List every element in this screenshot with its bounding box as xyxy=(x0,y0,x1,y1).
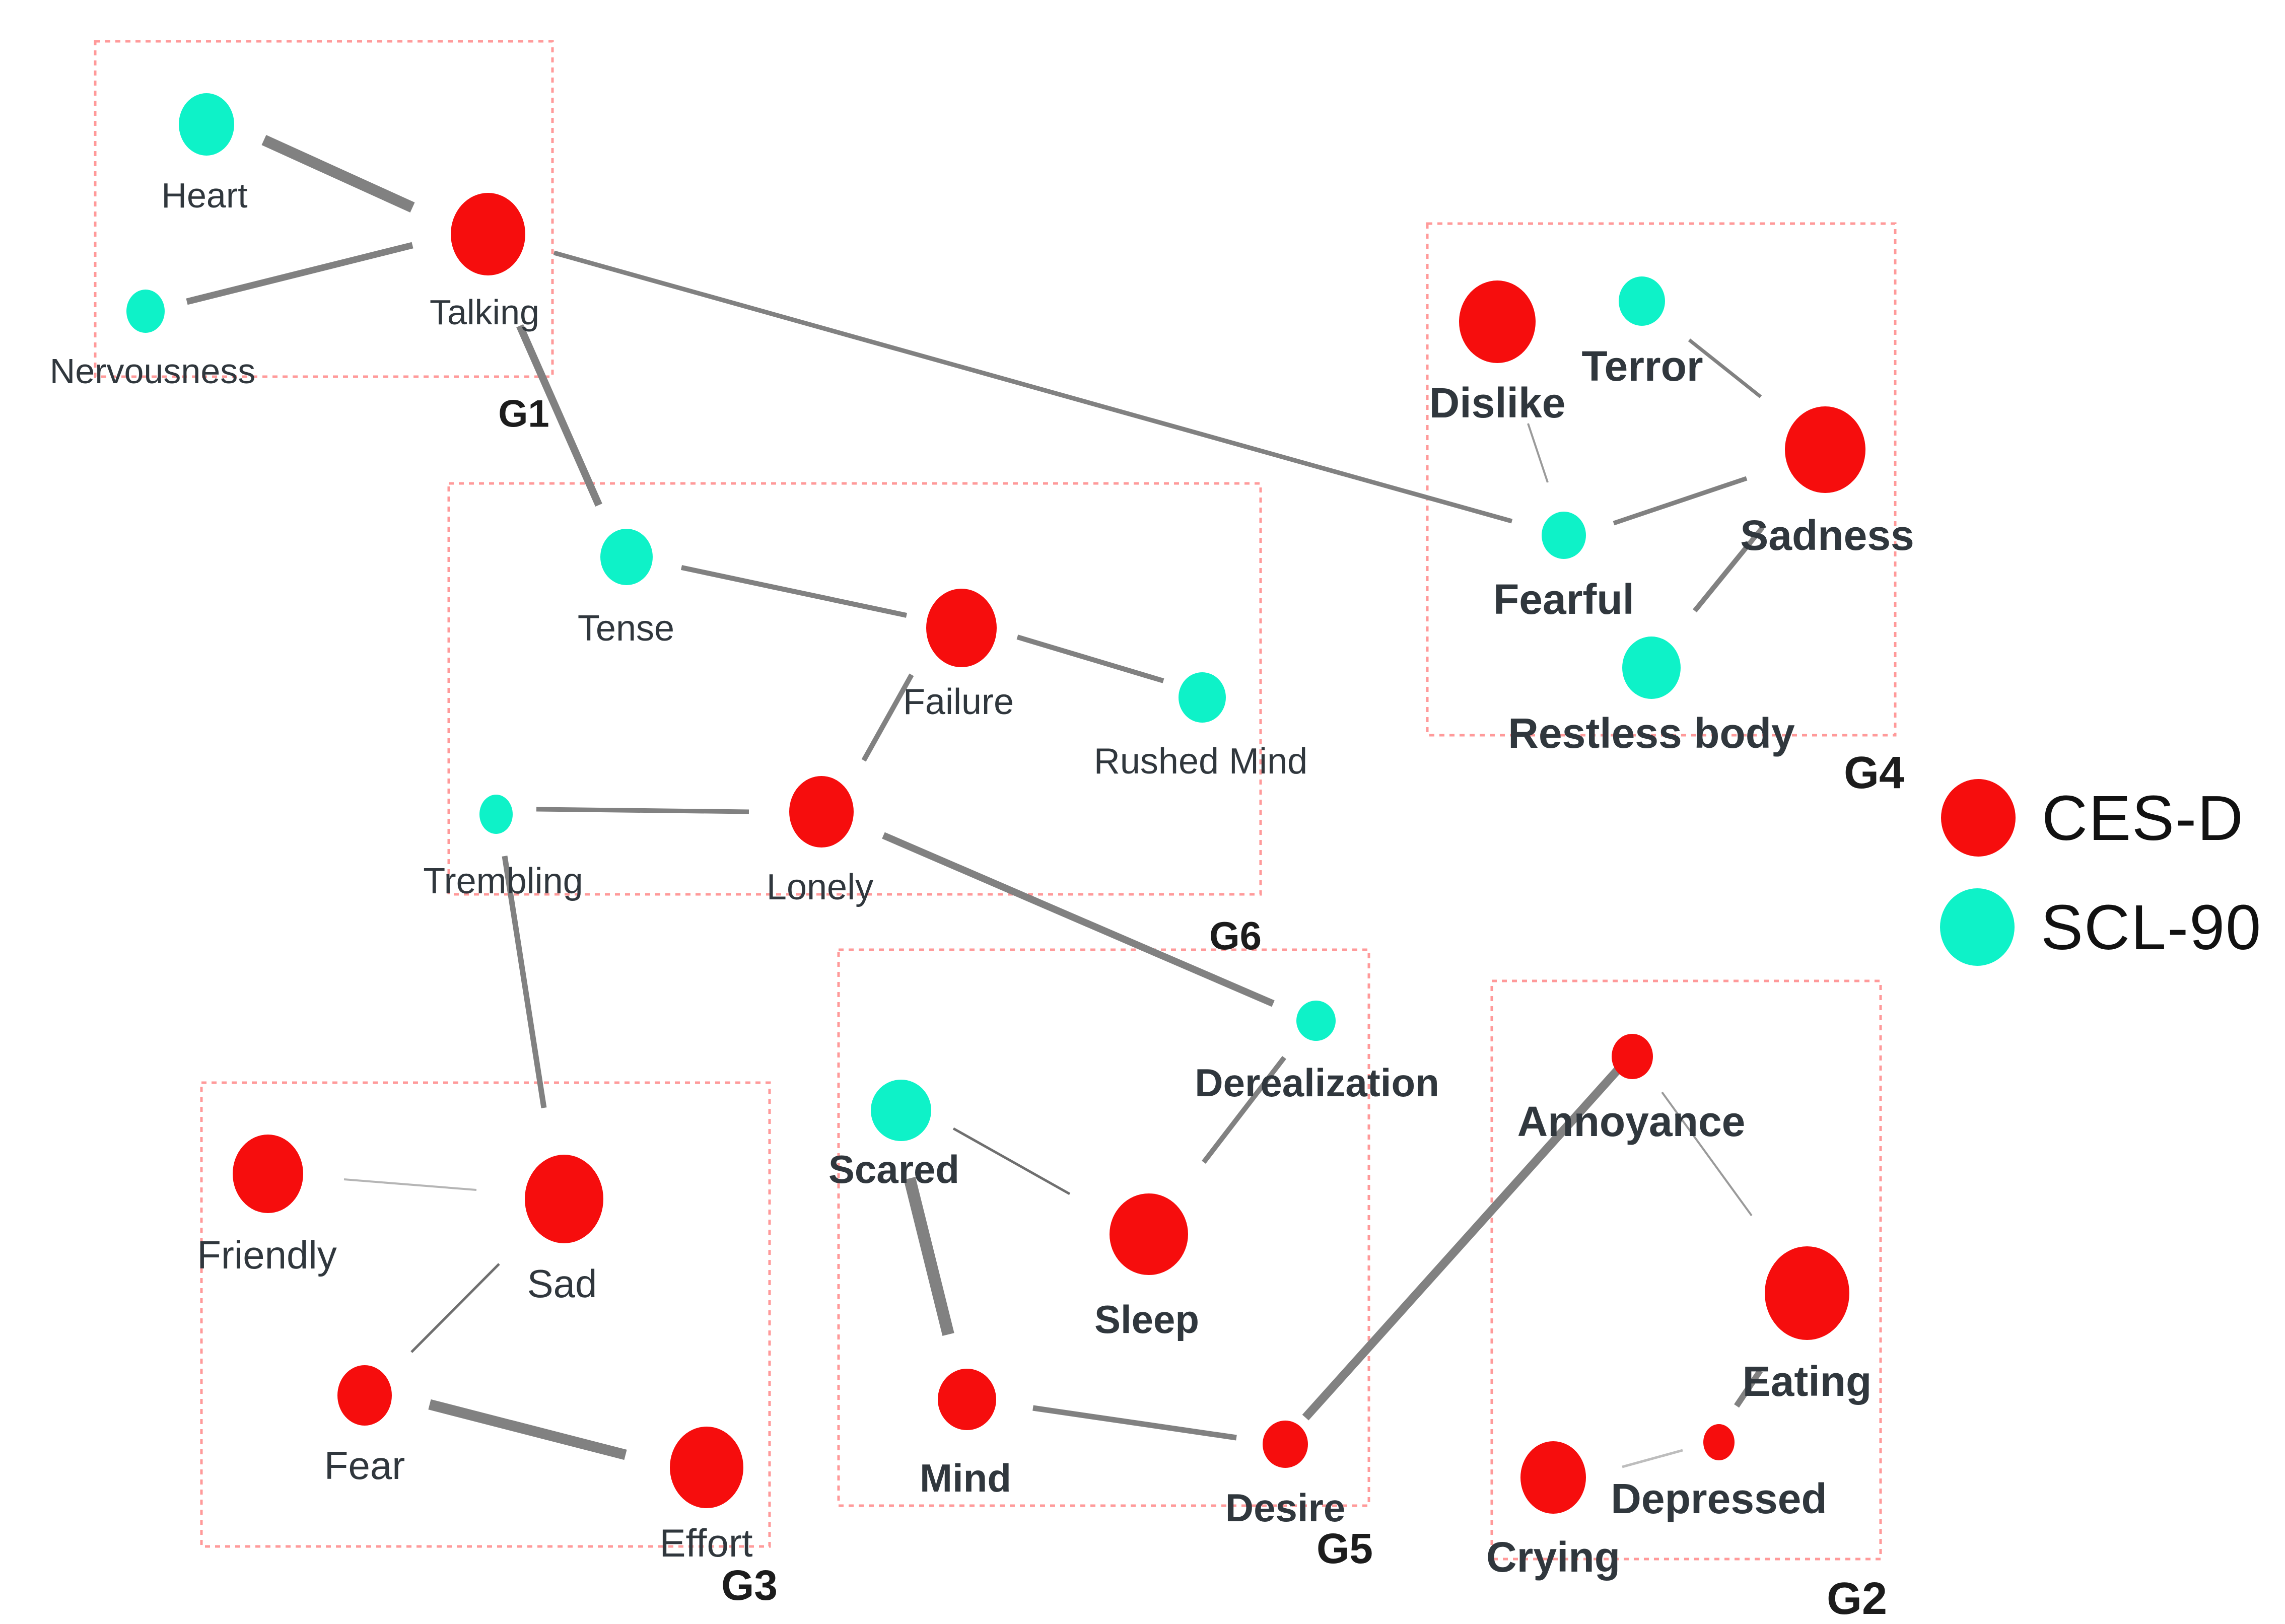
node-label-effort: Effort xyxy=(660,1521,753,1565)
node-lonely xyxy=(789,776,854,848)
group-label-g6: G6 xyxy=(1209,913,1262,958)
node-sad xyxy=(525,1155,603,1243)
node-label-crying: Crying xyxy=(1486,1533,1620,1581)
edge-dislike-fearful xyxy=(1527,423,1549,483)
node-fearful xyxy=(1542,512,1586,559)
legend-label-scl-90: SCL-90 xyxy=(2041,891,2262,963)
node-label-talking: Talking xyxy=(430,293,539,332)
node-label-failure: Failure xyxy=(903,682,1014,722)
node-label-mind: Mind xyxy=(920,1456,1011,1500)
edge-crying-depressed xyxy=(1622,1449,1683,1468)
edge-failure-rushed-mind xyxy=(1016,634,1164,683)
node-label-fear: Fear xyxy=(324,1443,405,1488)
group-label-g5: G5 xyxy=(1317,1525,1373,1572)
group-label-g2: G2 xyxy=(1827,1574,1887,1624)
edge-friendly-sad xyxy=(343,1178,477,1191)
edge-depressed-eating xyxy=(1734,1369,1763,1408)
legend-label-ces-d: CES-D xyxy=(2042,782,2245,854)
group-label-g3: G3 xyxy=(721,1562,778,1609)
node-label-depressed: Depressed xyxy=(1611,1475,1827,1522)
node-label-lonely: Lonely xyxy=(767,867,873,907)
edge-sadness-restless-body xyxy=(1693,525,1765,613)
node-label-fearful: Fearful xyxy=(1493,576,1634,623)
edge-trembling-sad xyxy=(502,856,547,1108)
edge-fear-effort xyxy=(428,1399,627,1460)
node-terror xyxy=(1619,276,1665,326)
edge-mind-desire xyxy=(1032,1405,1237,1441)
node-label-terror: Terror xyxy=(1581,342,1703,390)
group-box-g6 xyxy=(447,482,1262,896)
edge-lonely-derealization xyxy=(882,832,1275,1007)
group-label-g1: G1 xyxy=(498,393,549,436)
node-sadness xyxy=(1785,406,1865,493)
node-label-nervousness: Nervousness xyxy=(50,351,256,391)
node-label-annoyance: Annoyance xyxy=(1517,1098,1746,1145)
edge-trembling-lonely xyxy=(536,807,749,814)
edge-talking-tense xyxy=(516,324,602,507)
node-label-eating: Eating xyxy=(1743,1358,1872,1405)
node-failure xyxy=(926,589,997,667)
node-talking xyxy=(451,193,525,275)
node-friendly xyxy=(233,1135,303,1213)
node-mind xyxy=(938,1369,996,1430)
edge-desire-annoyance xyxy=(1302,1064,1624,1421)
node-tense xyxy=(600,529,653,585)
node-label-rushed-mind: Rushed Mind xyxy=(1094,741,1307,782)
group-box-g3 xyxy=(200,1081,771,1548)
group-label-g4: G4 xyxy=(1844,748,1904,798)
node-derealization xyxy=(1296,1001,1336,1041)
edge-scared-sleep xyxy=(952,1127,1071,1195)
node-label-derealization: Derealization xyxy=(1195,1061,1439,1105)
node-label-sad: Sad xyxy=(527,1261,597,1306)
node-label-scared: Scared xyxy=(828,1147,959,1191)
node-label-trembling: Trembling xyxy=(423,861,583,901)
node-label-friendly: Friendly xyxy=(197,1233,336,1277)
legend-item-ces-d: CES-D xyxy=(1941,779,2244,857)
node-fear xyxy=(337,1365,392,1426)
scl-90-swatch-icon xyxy=(1940,888,2015,966)
node-label-restless-body: Restless body xyxy=(1508,710,1795,757)
node-trembling xyxy=(479,795,513,834)
edge-fearful-sadness xyxy=(1613,476,1748,526)
node-label-heart: Heart xyxy=(161,176,247,215)
group-box-g2 xyxy=(1490,979,1882,1561)
node-nervousness xyxy=(126,290,165,333)
node-dislike xyxy=(1459,280,1536,363)
node-label-dislike: Dislike xyxy=(1429,379,1566,427)
node-crying xyxy=(1520,1441,1586,1514)
edge-tense-failure xyxy=(680,565,908,618)
node-depressed xyxy=(1703,1424,1735,1460)
node-eating xyxy=(1765,1246,1849,1340)
node-label-sleep: Sleep xyxy=(1094,1297,1199,1341)
edge-heart-talking xyxy=(261,134,415,213)
ces-d-swatch-icon xyxy=(1941,779,2016,857)
legend-item-scl-90: SCL-90 xyxy=(1940,888,2262,966)
edge-annoyance-eating xyxy=(1661,1091,1753,1217)
node-annoyance xyxy=(1612,1034,1653,1079)
edge-terror-sadness xyxy=(1688,338,1762,398)
node-label-tense: Tense xyxy=(578,608,674,649)
node-desire xyxy=(1263,1421,1308,1468)
node-heart xyxy=(179,93,234,156)
edge-lonely-failure xyxy=(861,673,914,762)
node-label-desire: Desire xyxy=(1225,1486,1346,1530)
node-scared xyxy=(871,1080,931,1141)
edge-scared-mind xyxy=(904,1177,954,1336)
edge-sleep-derealization xyxy=(1202,1055,1286,1164)
node-rushed-mind xyxy=(1179,672,1226,723)
group-box-g1 xyxy=(94,40,554,378)
node-effort xyxy=(670,1427,743,1508)
edge-sad-fear xyxy=(410,1263,500,1353)
node-label-sadness: Sadness xyxy=(1740,512,1914,559)
edge-nervousness-talking xyxy=(186,242,413,305)
node-sleep xyxy=(1110,1193,1188,1275)
node-restless-body xyxy=(1622,637,1681,699)
group-box-g4 xyxy=(1426,222,1897,737)
edge-talking-fearful xyxy=(553,250,1513,524)
group-box-g5 xyxy=(837,948,1370,1507)
